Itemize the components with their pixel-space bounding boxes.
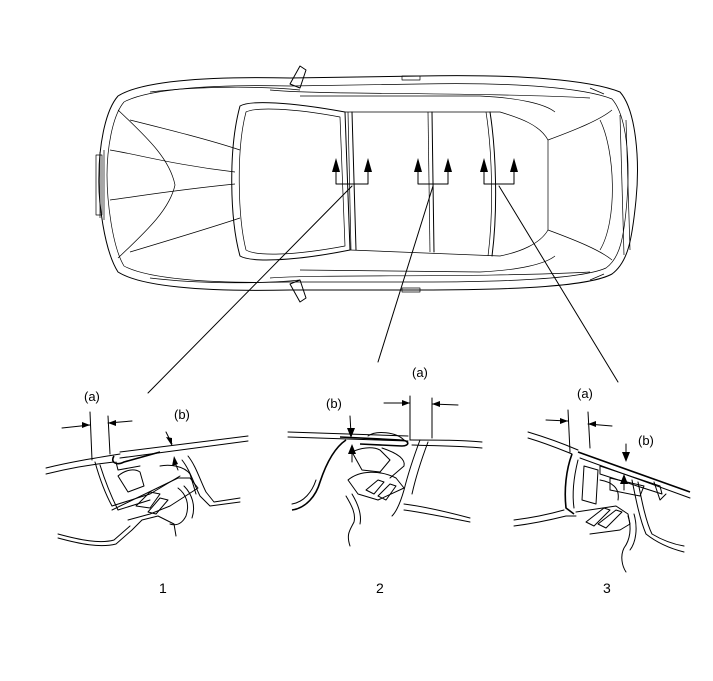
dimension-label-a-3: (a)	[577, 386, 593, 401]
molding-arrows-2	[414, 158, 452, 185]
dimension-label-b-1: (b)	[174, 407, 190, 422]
car-top-view	[95, 65, 638, 303]
leader-line-1	[147, 185, 353, 394]
dimension-label-b-2: (b)	[326, 396, 342, 411]
leader-line-3	[498, 185, 619, 383]
molding-arrows-1	[332, 158, 372, 185]
molding-arrows-3	[480, 158, 518, 185]
dimension-label-b-3: (b)	[638, 433, 654, 448]
section-3-drawing	[513, 409, 691, 573]
section-1-drawing	[45, 411, 249, 547]
section-number-1: 1	[159, 580, 167, 596]
section-number-3: 3	[603, 580, 611, 596]
dimension-label-a-2: (a)	[412, 365, 428, 380]
section-number-2: 2	[376, 580, 384, 596]
section-2-drawing	[287, 395, 483, 547]
leader-line-2	[377, 185, 434, 363]
dimension-label-a-1: (a)	[84, 389, 100, 404]
